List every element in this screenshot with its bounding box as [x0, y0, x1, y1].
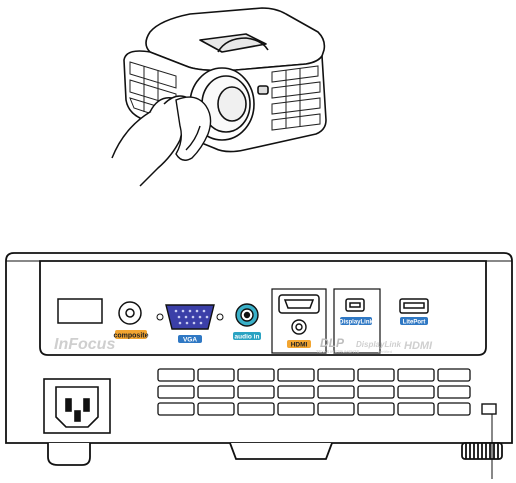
vga-label: VGA	[183, 337, 197, 344]
composite-label: composite	[113, 333, 148, 340]
blank-port-cover	[58, 299, 102, 323]
focus-ring-icon	[462, 443, 502, 459]
composite-port	[119, 302, 141, 324]
displaylink-label: DisplayLink	[339, 319, 373, 325]
dlp-sub-logo: TEXAS INSTRUMENTS	[316, 349, 359, 354]
hdmi-logo: HDMI	[404, 340, 433, 352]
rear-vents	[158, 369, 470, 415]
displaylink-sub-logo: certified	[378, 349, 392, 354]
infocus-logo: InFocus	[54, 336, 115, 353]
displaylink-port	[346, 299, 364, 311]
cloth-icon	[176, 97, 211, 160]
audio-in-port	[236, 304, 258, 326]
dlp-logo: DLP	[320, 336, 345, 350]
hdmi-label: HDMI	[291, 342, 308, 349]
hdmi-audio-jack	[292, 320, 306, 334]
power-socket-icon	[44, 379, 110, 433]
rear-panel-illustration: composite VGA audio in	[0, 243, 516, 483]
lens-cleaning-illustration	[0, 0, 516, 200]
liteport-port	[400, 299, 428, 313]
displaylink-logo: DisplayLink	[356, 340, 401, 349]
hdmi-port	[279, 295, 319, 313]
liteport-label: LitePort	[403, 319, 426, 325]
audio-in-label: audio in	[235, 334, 260, 341]
